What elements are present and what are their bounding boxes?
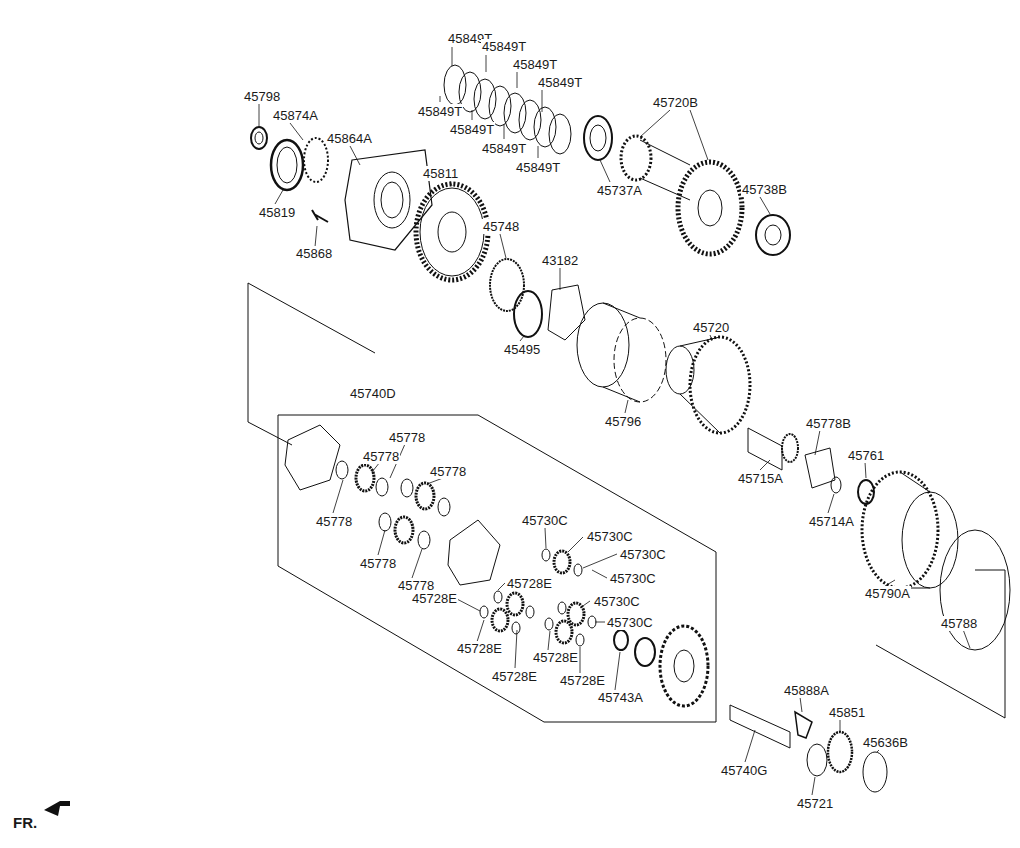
callout-number: 45728E xyxy=(491,669,538,684)
callout-number: 45849T xyxy=(481,39,527,54)
callout-number: 45737A xyxy=(596,183,643,198)
callout-number: 45728E xyxy=(506,576,553,591)
callout-number: 45788 xyxy=(940,616,978,631)
callout-number: 45720B xyxy=(652,95,699,110)
callout-number: 45730C xyxy=(521,513,569,528)
callout-number: 45851 xyxy=(828,705,866,720)
callout-number: 45849T xyxy=(417,104,463,119)
callout-number: 45728E xyxy=(456,641,503,656)
callout-number: 45868 xyxy=(295,246,333,261)
callout-number: 45636B xyxy=(862,735,909,750)
callout-number: 45888A xyxy=(783,683,830,698)
callout-number: 45778B xyxy=(805,416,852,431)
callout-number: 45738B xyxy=(741,182,788,197)
callout-number: 45495 xyxy=(503,342,541,357)
callout-number: 45778 xyxy=(315,514,353,529)
callout-number: 45849T xyxy=(537,75,583,90)
callout-number: 45728E xyxy=(411,591,458,606)
callout-number: 45730C xyxy=(586,529,634,544)
callout-number: 45849T xyxy=(481,141,527,156)
callout-number: 45849T xyxy=(515,160,561,175)
callout-number: 45778 xyxy=(388,430,426,445)
callout-number: 45874A xyxy=(272,108,319,123)
callout-number: 45740D xyxy=(349,386,397,401)
callout-number: 45714A xyxy=(808,514,855,529)
callout-number: 45849T xyxy=(512,57,558,72)
callout-number: 45715A xyxy=(737,471,784,486)
callout-number: 45778 xyxy=(429,464,467,479)
callout-number: 45730C xyxy=(593,594,641,609)
callout-number: 45798 xyxy=(243,89,281,104)
callout-number: 45849T xyxy=(449,122,495,137)
callout-number: 45730C xyxy=(606,615,654,630)
callout-number: 45819 xyxy=(258,205,296,220)
callout-number: 45811 xyxy=(422,166,459,181)
callout-number: 45728E xyxy=(532,650,579,665)
callout-number: 45761 xyxy=(847,448,885,463)
callout-number: 45740G xyxy=(720,763,768,778)
callout-number: 43182 xyxy=(541,253,579,268)
callout-number: 45796 xyxy=(604,414,642,429)
callout-number: 45778 xyxy=(359,556,397,571)
callout-number: 45728E xyxy=(559,673,606,688)
callout-number: 45778 xyxy=(362,449,400,464)
callout-number: 45790A xyxy=(864,586,911,601)
callout-number: 45721 xyxy=(796,796,834,811)
callout-number: 45730C xyxy=(609,571,657,586)
callout-number: 45748 xyxy=(482,219,520,234)
direction-mark: FR. xyxy=(12,815,38,830)
callout-number: 45720 xyxy=(692,320,730,335)
callout-number: 45743A xyxy=(597,690,644,705)
callout-number: 45730C xyxy=(619,547,667,562)
callout-number: 45864A xyxy=(326,131,373,146)
